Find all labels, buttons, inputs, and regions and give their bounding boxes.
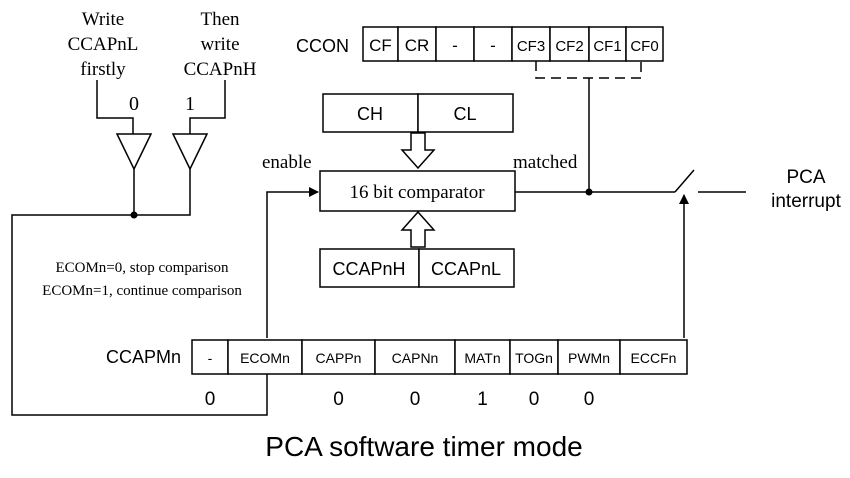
- ccapmn-bit-eccfn-cell: [619, 339, 688, 375]
- pca-interrupt-line-1: PCA: [786, 167, 825, 188]
- ccon-bit-cf3-cell: [511, 26, 551, 62]
- comparator: 16 bit comparator: [319, 170, 516, 212]
- ccon-bit-reserved-2: -: [452, 36, 458, 55]
- ccon-bit-cf3: CF3: [517, 38, 545, 55]
- ccon-bit-cf2-cell: [549, 26, 590, 62]
- pca-interrupt-label: PCA interrupt: [771, 167, 841, 212]
- ccapmn-bit-togn-cell: [509, 339, 559, 375]
- ccon-bit-cf1: CF1: [593, 38, 621, 55]
- ch-label: CH: [357, 104, 383, 124]
- write-low-line-1: Write: [82, 9, 125, 30]
- buffer-high-value: 1: [185, 93, 195, 115]
- ccapmn-bit-eccfn: ECCFn: [631, 350, 677, 366]
- matched-label: matched: [513, 152, 578, 173]
- ccapmn-bit-cappn: CAPPn: [316, 350, 362, 366]
- ccapmn-bit-pwmn-value: 0: [584, 389, 595, 410]
- ccapnl-cell: [418, 248, 515, 288]
- cl-label: CL: [453, 104, 476, 124]
- ccapmn-bit-ecomn-cell: [227, 339, 303, 375]
- ccapmn-bit-matn: MATn: [464, 350, 500, 366]
- capture-register: CCAPnH CCAPnL: [319, 248, 515, 288]
- write-low-line-2: CCAPnL: [68, 34, 139, 55]
- counter-to-comparator-arrow: [400, 132, 436, 170]
- ccon-bit-cf0: CF0: [630, 38, 658, 55]
- write-low-line-3: firstly: [80, 59, 126, 80]
- ccapmn-bit-cappn-value: 0: [333, 389, 344, 410]
- write-high-line-1: Then: [200, 9, 240, 30]
- ecomn-note: ECOMn=0, stop comparison ECOMn=1, contin…: [42, 260, 242, 299]
- comparator-label: 16 bit comparator: [349, 182, 485, 203]
- interrupt-switch: [674, 169, 695, 193]
- ccapmn-bit-togn-value: 0: [529, 389, 540, 410]
- ccapmn-bit-reserved-0: -: [208, 350, 213, 366]
- ccapmn-bit-reserved-0-value: 0: [205, 389, 216, 410]
- buffer-low: 0: [96, 80, 153, 171]
- ccon-bit-cf: CF: [369, 36, 392, 55]
- ccon-label: CCON: [296, 36, 349, 56]
- ccon-bit-cr: CR: [405, 36, 430, 55]
- diagram-caption: PCA software timer mode: [265, 431, 582, 462]
- ccapmn-bit-matn-cell: [454, 339, 511, 375]
- ccapmn-bit-capnn: CAPNn: [392, 350, 439, 366]
- write-high-line-3: CCAPnH: [184, 59, 257, 80]
- comparator-box: [319, 170, 516, 212]
- counter-register: CH CL: [322, 93, 514, 133]
- ccapmn-bit-pwmn: PWMn: [568, 350, 610, 366]
- write-low-label: Write CCAPnL firstly: [68, 9, 139, 80]
- ccapmn-bit-capnn-value: 0: [410, 389, 421, 410]
- ccon-register: CF CR - - CF3 CF2 CF1 CF0: [362, 26, 664, 62]
- ccapmn-bit-matn-value: 1: [477, 389, 488, 410]
- capture-to-comparator-arrow: [400, 210, 436, 248]
- ccapnh-label: CCAPnH: [332, 259, 405, 279]
- write-high-label: Then write CCAPnH: [184, 9, 257, 80]
- cf-or-bracket: [535, 61, 642, 79]
- ccapmn-register: - ECOMn CAPPn CAPNn MATn TOGn PWMn ECCFn: [191, 339, 688, 375]
- pca-interrupt-line-2: interrupt: [771, 191, 841, 212]
- ecomn-note-line-1: ECOMn=0, stop comparison: [55, 260, 229, 276]
- ccapmn-label: CCAPMn: [106, 347, 181, 367]
- buffer-high: 1: [171, 80, 226, 171]
- cl-cell: [417, 93, 514, 133]
- ch-cell: [322, 93, 419, 133]
- ccapmn-values: 0 0 0 1 0 0: [205, 389, 595, 410]
- ccon-bit-cf0-cell: [625, 26, 664, 62]
- write-high-line-2: write: [200, 34, 239, 55]
- matched-junction-dot: [585, 188, 593, 196]
- ccon-bit-cf1-cell: [588, 26, 627, 62]
- ccon-bit-cr-cell: [397, 26, 437, 62]
- ccon-bit-cf2: CF2: [555, 38, 583, 55]
- ccapmn-bit-togn: TOGn: [515, 350, 553, 366]
- ccapmn-bit-reserved-0-cell: [191, 339, 229, 375]
- enable-label: enable: [262, 152, 312, 173]
- ccapmn-bit-ecomn: ECOMn: [240, 350, 290, 366]
- ecomn-note-line-2: ECOMn=1, continue comparison: [42, 283, 242, 299]
- ccapnl-label: CCAPnL: [431, 259, 501, 279]
- ccon-bit-reserved-3: -: [490, 36, 496, 55]
- buffer-low-value: 0: [129, 93, 139, 115]
- ccapnh-cell: [319, 248, 420, 288]
